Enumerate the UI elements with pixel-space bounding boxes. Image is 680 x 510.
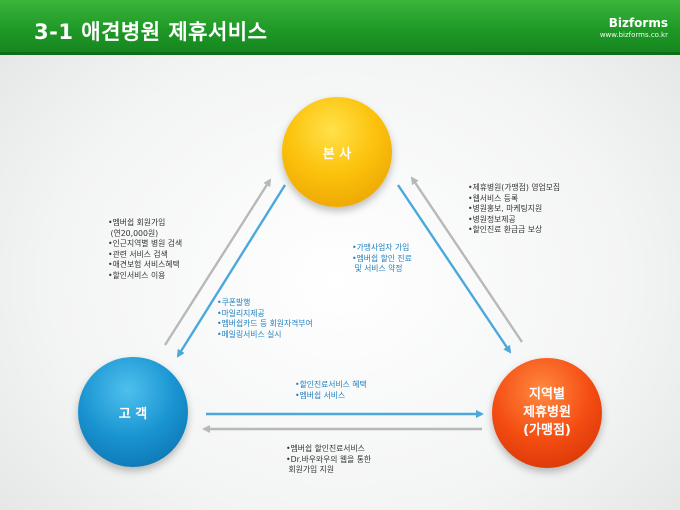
page-title: 3-1 애견병원 제휴서비스 bbox=[34, 20, 268, 44]
note-line: •웹서비스 등록 bbox=[468, 193, 519, 203]
note-line: •인근지역별 병원 검색 bbox=[108, 239, 183, 249]
note-line: •할인서비스 이용 bbox=[108, 270, 166, 280]
note-line: •병원정보제공 bbox=[468, 214, 516, 224]
brand-name: Bizforms bbox=[608, 16, 668, 30]
node-partner-label: 지역별 제휴병원 (가맹점) bbox=[523, 386, 571, 440]
note-line: (연20,000원) bbox=[108, 228, 159, 238]
arrow-partner-to-hq bbox=[410, 176, 523, 343]
note-line: •멤버쉽 서비스 bbox=[295, 390, 346, 400]
note-line: •할인진료 환급금 보상 bbox=[468, 225, 543, 235]
node-headquarters-label: 본 사 bbox=[322, 146, 352, 162]
arrow-hq-to-customer bbox=[176, 184, 287, 358]
note-line: •제휴병원(가맹점) 영업모집 bbox=[468, 183, 561, 192]
node-partner-line: 지역별 bbox=[529, 387, 565, 402]
arrow-customer-to-hq bbox=[163, 178, 272, 346]
note-line: •멤버쉽카드 등 회원자격부여 bbox=[217, 319, 313, 329]
note-line: 회원가입 지원 bbox=[286, 465, 334, 475]
node-customer-label: 고 객 bbox=[118, 406, 148, 422]
brand-logo: Bizforms www.bizforms.co.kr bbox=[600, 16, 668, 40]
note-line: •Dr.바우와우의 웹을 통한 bbox=[286, 454, 372, 464]
note-line: •가맹사업자 가입 bbox=[352, 243, 410, 252]
node-partner-hospital: 지역별 제휴병원 (가맹점) bbox=[492, 358, 602, 468]
node-headquarters: 본 사 bbox=[282, 97, 392, 207]
note-line: •할인진료서비스 혜택 bbox=[295, 380, 367, 389]
node-customer: 고 객 bbox=[78, 357, 188, 467]
header-bar: 3-1 애견병원 제휴서비스 Bizforms www.bizforms.co.… bbox=[0, 0, 680, 55]
node-partner-line: 제휴병원 bbox=[523, 405, 571, 420]
brand-url: www.bizforms.co.kr bbox=[599, 31, 668, 39]
note-customer-to-partner: •할인진료서비스 혜택 •멤버쉽 서비스 bbox=[295, 380, 367, 401]
note-line: •마일리지제공 bbox=[217, 308, 265, 318]
note-line: •멤버쉽 회원가입 bbox=[108, 218, 166, 227]
note-line: •멤버쉽 할인진료서비스 bbox=[286, 444, 365, 453]
note-hq-to-partner: •가맹사업자 가입 •멤버쉽 할인 진료 및 서비스 약정 bbox=[352, 243, 412, 275]
note-line: •멤버쉽 할인 진료 bbox=[352, 253, 412, 263]
arrow-hq-to-partner bbox=[397, 184, 512, 354]
note-line: •관련 서비스 검색 bbox=[108, 249, 168, 259]
note-partner-to-hq: •제휴병원(가맹점) 영업모집 •웹서비스 등록 •병원홍보, 마케팅지원 •병… bbox=[468, 183, 560, 236]
note-line: 및 서비스 약정 bbox=[352, 264, 403, 274]
note-line: •애견보험 서비스혜택 bbox=[108, 260, 180, 270]
note-partner-to-customer: •멤버쉽 할인진료서비스 •Dr.바우와우의 웹을 통한 회원가입 지원 bbox=[286, 444, 371, 476]
node-partner-line: (가맹점) bbox=[523, 423, 571, 438]
note-customer-to-hq: •멤버쉽 회원가입 (연20,000원) •인근지역별 병원 검색 •관련 서비… bbox=[108, 218, 182, 282]
note-hq-to-customer: •쿠폰발행 •마일리지제공 •멤버쉽카드 등 회원자격부여 •메일링서비스 실시 bbox=[217, 298, 313, 340]
note-line: •쿠폰발행 bbox=[217, 298, 251, 307]
note-line: •병원홍보, 마케팅지원 bbox=[468, 204, 543, 214]
note-line: •메일링서비스 실시 bbox=[217, 329, 282, 339]
